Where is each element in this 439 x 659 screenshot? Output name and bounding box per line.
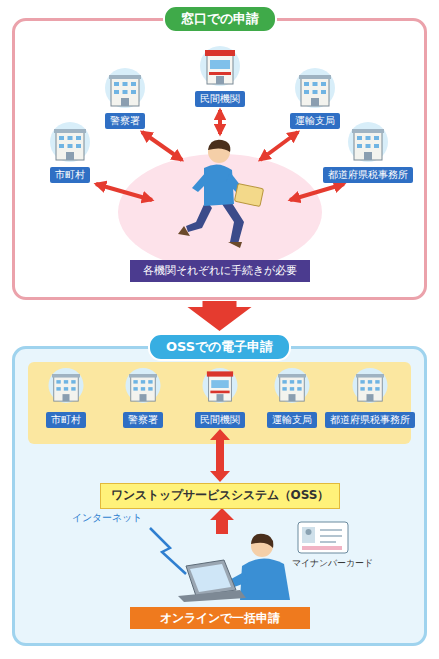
agency-tag: 運輸支局 (267, 412, 317, 428)
node-label: 民間機関 (200, 414, 240, 425)
agency-tag: 警察署 (123, 412, 163, 428)
node-label: 都道府県税事務所 (330, 414, 410, 425)
agency-tag: 民間機関 (195, 91, 245, 107)
panel-title: 窓口での申請 (181, 11, 259, 26)
agency-tag: 運輸支局 (290, 113, 340, 129)
node-label: 市町村 (51, 414, 81, 425)
panel-title: OSSでの電子申請 (166, 339, 273, 354)
system-box: ワンストップサービスシステム（OSS） (100, 483, 340, 509)
node-label: オンラインで一括申請 (160, 611, 280, 625)
agency-tag: 市町村 (46, 412, 86, 428)
agency-tag: 都道府県税事務所 (323, 167, 413, 183)
agency-tag: 民間機関 (195, 412, 245, 428)
node-label: 警察署 (110, 115, 140, 126)
title-pill: OSSでの電子申請 (148, 333, 291, 361)
node-label: 各機関それぞれに手続きが必要 (143, 264, 297, 277)
node-label: 都道府県税事務所 (328, 169, 408, 180)
note-band: 各機関それぞれに手続きが必要 (130, 260, 310, 282)
agency-tag: 市町村 (50, 167, 90, 183)
title-pill: 窓口での申請 (163, 5, 277, 33)
node-label: 運輸支局 (272, 414, 312, 425)
node-label: 民間機関 (200, 93, 240, 104)
flow-arrow (210, 429, 230, 482)
card-label: マイナンバーカード (290, 557, 375, 570)
node-label: 市町村 (55, 169, 85, 180)
node-label: 運輸支局 (295, 115, 335, 126)
flow-arrow (188, 301, 252, 331)
network-label: インターネット (70, 511, 144, 525)
node-label: 警察署 (128, 414, 158, 425)
agency-tag: 都道府県税事務所 (325, 412, 415, 428)
agency-tag: 警察署 (105, 113, 145, 129)
node-label: ワンストップサービスシステム（OSS） (111, 488, 330, 502)
action-band: オンラインで一括申請 (130, 607, 310, 629)
